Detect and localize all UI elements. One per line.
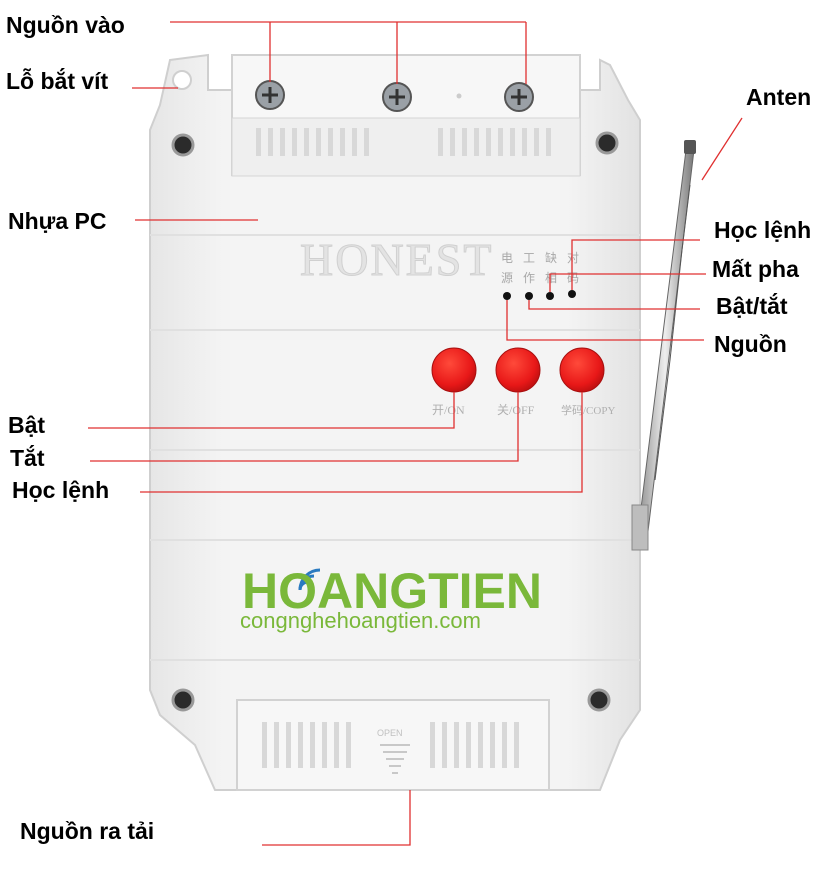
terminal-vents-left (256, 128, 369, 156)
label-power-in: Nguồn vào (6, 12, 125, 38)
label-power-out: Nguồn ra tải (20, 818, 155, 844)
leader-learn-led (571, 239, 700, 290)
leader-learn-button (140, 392, 583, 493)
leader-lines (88, 21, 743, 846)
terminal-screw-1 (255, 80, 285, 110)
terminal-vents-right (438, 128, 551, 156)
led-label-bottom-4: 码 (567, 271, 579, 285)
led-onoff (525, 292, 533, 300)
label-phase-loss-led: Mất pha (712, 256, 799, 282)
led-learn (568, 290, 576, 298)
label-learn-led: Học lệnh (714, 217, 812, 243)
led-label-bottom-2: 作 (523, 271, 535, 285)
led-label-top-3: 缺 (545, 250, 557, 265)
on-button[interactable] (431, 347, 477, 393)
label-power-led: Nguồn (714, 331, 787, 357)
off-button[interactable] (495, 347, 541, 393)
leader-off-button (90, 392, 519, 462)
leader-antenna (701, 117, 743, 181)
led-label-bottom-1: 源 (501, 271, 513, 285)
cover-open-text: OPEN (377, 728, 403, 738)
led-phase-loss (546, 292, 554, 300)
leader-on-button (88, 392, 455, 429)
mount-hole-bottom-left (171, 688, 195, 712)
led-label-top-2: 工 (523, 251, 535, 265)
on-button-caption: 开/ON (432, 403, 465, 417)
led-power (503, 292, 511, 300)
watermark-wifi-icon (298, 568, 321, 591)
mount-hole-top-left (171, 133, 195, 157)
label-pc-plastic: Nhựa PC (8, 208, 107, 234)
antenna-icon (631, 140, 696, 551)
label-learn-button: Học lệnh (12, 477, 110, 503)
label-screw-hole: Lỗ bắt vít (6, 68, 109, 94)
label-antenna: Anten (746, 84, 812, 110)
cover-vents (262, 722, 519, 768)
leader-power-led (506, 300, 704, 341)
label-on-button: Bật (8, 412, 46, 438)
terminal-screw-3 (504, 82, 534, 112)
learn-button-caption: 学码/COPY (561, 403, 615, 417)
terminal-screw-2 (382, 82, 412, 112)
watermark-logo: HOANGTIEN (242, 563, 542, 619)
led-label-top-4: 对 (567, 251, 579, 265)
learn-button[interactable] (559, 347, 605, 393)
screw-hole-top-left (172, 70, 192, 90)
mount-hole-bottom-right (587, 688, 611, 712)
label-onoff-led: Bật/tắt (716, 293, 788, 319)
leader-power-out (262, 790, 411, 846)
off-button-caption: 关/OFF (497, 403, 535, 417)
leader-phase-loss-led (549, 273, 706, 292)
leader-onoff-led (528, 300, 700, 310)
led-label-bottom-3: 相 (545, 271, 557, 285)
device-brand: HONEST (300, 234, 493, 285)
open-arrow-icon (380, 744, 410, 774)
mount-hole-top-right (595, 131, 619, 155)
led-label-top-1: 电 (501, 251, 513, 265)
label-off-button: Tắt (10, 445, 45, 471)
watermark-url: congnghehoangtien.com (240, 608, 481, 633)
